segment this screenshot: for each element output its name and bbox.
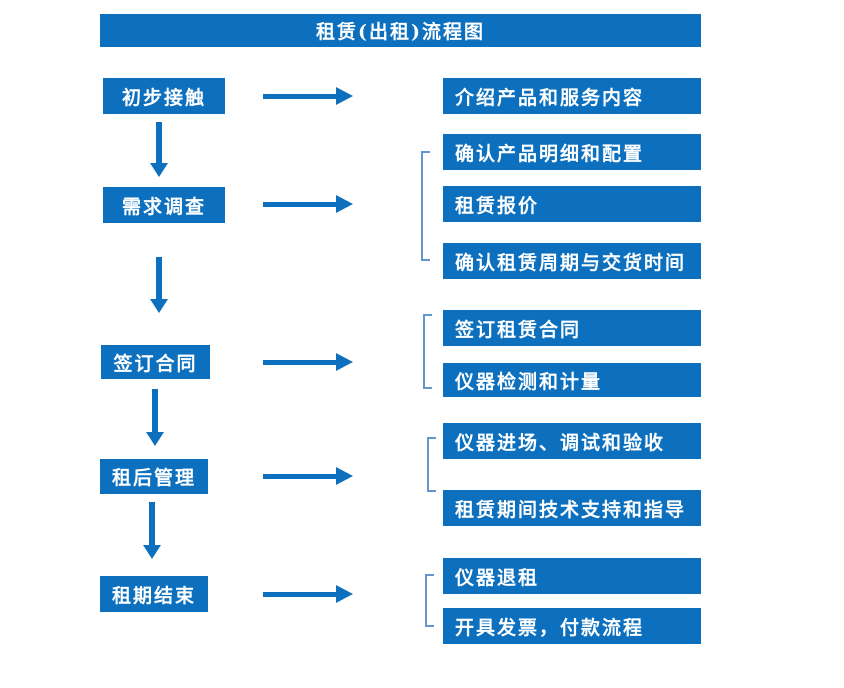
arrow-head [336, 585, 353, 603]
down-arrow-icon [150, 257, 168, 313]
right-arrow-icon [263, 585, 353, 603]
detail-box-confirm-period-delivery: 确认租赁周期与交货时间 [443, 243, 701, 279]
arrow-shaft [156, 122, 162, 163]
detail-box-invoice-payment: 开具发票，付款流程 [443, 608, 701, 644]
step-box-initial-contact: 初步接触 [103, 78, 225, 114]
right-arrow-icon [263, 353, 353, 371]
arrow-shaft [152, 389, 158, 432]
detail-box-rental-quote: 租赁报价 [443, 186, 701, 222]
arrow-shaft [156, 257, 162, 299]
arrow-head [150, 299, 168, 313]
group-bracket-sign-contract [423, 314, 432, 389]
detail-box-technical-support: 租赁期间技术支持和指导 [443, 490, 701, 526]
arrow-head [336, 195, 353, 213]
flowchart-title: 租赁(出租)流程图 [100, 14, 701, 47]
arrow-shaft [263, 474, 336, 479]
detail-box-sign-rental-contract: 签订租赁合同 [443, 310, 701, 346]
detail-box-instrument-return: 仪器退租 [443, 558, 701, 594]
down-arrow-icon [143, 502, 161, 559]
arrow-head [146, 432, 164, 446]
detail-box-instrument-testing: 仪器检测和计量 [443, 363, 701, 397]
step-box-rental-end: 租期结束 [100, 576, 208, 612]
arrow-head [336, 467, 353, 485]
step-box-sign-contract: 签订合同 [101, 345, 210, 379]
down-arrow-icon [146, 389, 164, 446]
arrow-shaft [263, 202, 336, 207]
group-bracket-demand-survey [421, 151, 430, 261]
step-box-demand-survey: 需求调查 [103, 187, 225, 223]
right-arrow-icon [263, 87, 353, 105]
down-arrow-icon [150, 122, 168, 177]
group-bracket-rental-end [425, 574, 434, 627]
arrow-shaft [263, 360, 336, 365]
arrow-shaft [149, 502, 155, 545]
step-box-post-rental-management: 租后管理 [100, 459, 208, 494]
arrow-shaft [263, 94, 336, 99]
arrow-head [336, 87, 353, 105]
right-arrow-icon [263, 195, 353, 213]
arrow-shaft [263, 592, 336, 597]
detail-box-instrument-entry-acceptance: 仪器进场、调试和验收 [443, 423, 701, 459]
detail-box-confirm-product-config: 确认产品明细和配置 [443, 134, 701, 170]
arrow-head [336, 353, 353, 371]
group-bracket-post-rental [427, 437, 436, 492]
arrow-head [150, 163, 168, 177]
arrow-head [143, 545, 161, 559]
right-arrow-icon [263, 467, 353, 485]
detail-box-introduce-products: 介绍产品和服务内容 [443, 78, 701, 114]
